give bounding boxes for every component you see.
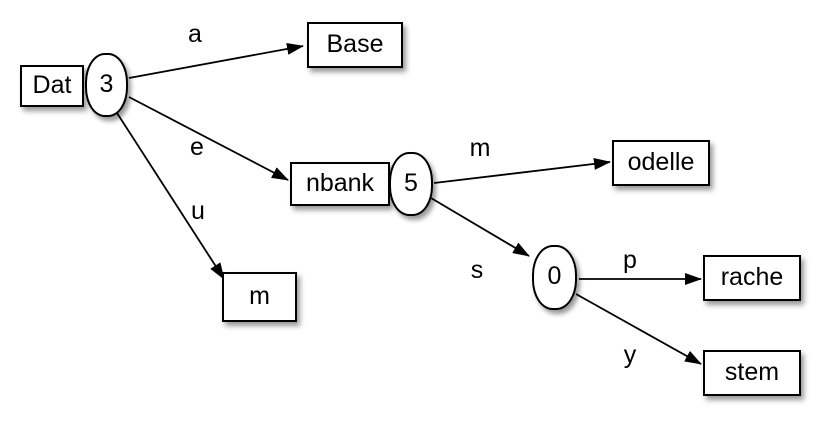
- node-label-m: m: [249, 281, 270, 310]
- node-label-dat: Dat: [32, 70, 72, 99]
- node-label-stem: stem: [724, 357, 780, 386]
- edge-label-y: y: [624, 341, 637, 369]
- edge-n5-to-odelle: [433, 157, 611, 184]
- node-label-nbank: nbank: [305, 168, 375, 197]
- node-n0: 0: [532, 245, 577, 310]
- edge-n3-to-base: [128, 42, 304, 79]
- edge-label-m: m: [470, 134, 491, 162]
- edge-label-p: p: [623, 246, 637, 274]
- node-base: Base: [307, 22, 403, 68]
- node-label-rache: rache: [720, 262, 784, 291]
- edge-n3-to-nbank: [128, 96, 289, 181]
- node-dat: Dat: [20, 65, 84, 107]
- edge-n5-to-n0: [430, 197, 530, 257]
- node-n5: 5: [389, 152, 433, 216]
- node-label-n0: 0: [547, 262, 562, 290]
- edge-label-a: a: [188, 20, 202, 48]
- node-n3: 3: [85, 53, 128, 117]
- node-label-n3: 3: [99, 69, 114, 98]
- node-label-odelle: odelle: [627, 147, 695, 176]
- node-nbank: nbank: [290, 162, 390, 206]
- edge-n3-to-m: [116, 112, 225, 280]
- edge-label-e: e: [190, 133, 204, 161]
- node-label-base: Base: [326, 29, 384, 58]
- edge-n0-to-stem: [575, 293, 702, 365]
- node-m: m: [222, 272, 297, 322]
- node-rache: rache: [703, 255, 801, 301]
- edge-label-u: u: [191, 197, 205, 225]
- node-stem: stem: [703, 350, 801, 396]
- edge-label-s: s: [471, 256, 484, 284]
- node-odelle: odelle: [612, 140, 710, 186]
- node-label-n5: 5: [404, 168, 418, 197]
